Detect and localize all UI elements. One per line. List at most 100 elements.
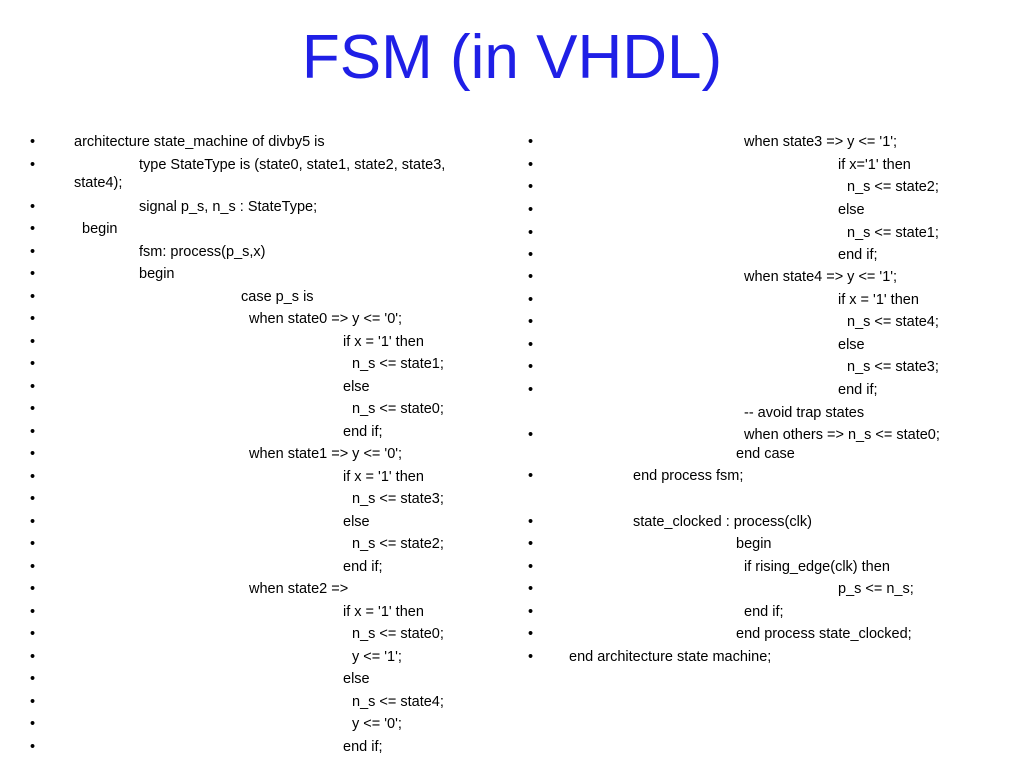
code-text: when state0 => y <= '0'; [249,311,403,327]
bullet-marker: • [528,649,534,665]
code-text: architecture state_machine of divby5 is [74,134,325,150]
code-text: else [343,514,370,530]
bullet-marker: • [528,179,534,195]
bullet-marker: • [528,337,534,353]
code-text: if x = '1' then [343,334,424,350]
bullet-marker: • [30,199,36,215]
bullet-marker: • [30,289,36,305]
slide-title: FSM (in VHDL) [301,23,723,92]
bullet-marker: • [528,247,534,263]
bullet-marker: • [528,202,534,218]
bullet-marker: • [30,401,36,417]
code-text: n_s <= state1; [847,225,939,241]
code-text: end architecture state machine; [569,649,772,665]
code-text: if rising_edge(clk) then [744,559,890,575]
bullet-marker: • [528,157,534,173]
bullet-marker: • [30,221,36,237]
code-text: when state3 => y <= '1'; [744,134,898,150]
bullet-marker: • [30,559,36,575]
bullet-marker: • [30,356,36,372]
code-text: signal p_s, n_s : StateType; [139,199,318,215]
bullet-marker: • [30,514,36,530]
bullet-marker: • [30,671,36,687]
code-text: n_s <= state1; [352,356,444,372]
bullet-marker: • [30,379,36,395]
code-text: y <= '0'; [352,716,402,732]
bullet-marker: • [30,536,36,552]
bullet-marker: • [528,581,534,597]
bullet-marker: • [30,604,36,620]
code-text: state4); [74,175,123,191]
bullet-marker: • [528,536,534,552]
bullet-marker: • [30,649,36,665]
bullet-marker: • [30,157,36,173]
code-text: end if; [343,559,383,575]
right-code-column: • when state3 => y <= '1'; • if x='1' then •… [528,0,1024,768]
bullet-marker: • [30,739,36,755]
bullet-marker: • [528,626,534,642]
bullet-marker: • [30,311,36,327]
code-text: end case [736,446,795,462]
bullet-marker: • [30,469,36,485]
bullet-marker: • [30,716,36,732]
code-text: else [343,379,370,395]
bullet-marker: • [528,427,534,443]
code-text: if x = '1' then [838,292,919,308]
code-text: when state2 => [249,581,349,597]
code-text: type StateType is (state0, state1, state… [139,157,446,173]
bullet-marker: • [528,559,534,575]
code-text: end if; [838,247,878,263]
code-text: end if; [838,382,878,398]
code-text: when others => n_s <= state0; [744,427,940,443]
code-text: if x = '1' then [343,469,424,485]
code-text: end if; [343,739,383,755]
bullet-marker: • [30,266,36,282]
bullet-marker: • [528,134,534,150]
code-text: n_s <= state0; [352,626,444,642]
bullet-marker: • [528,269,534,285]
code-text: if x='1' then [838,157,911,173]
bullet-marker: • [30,446,36,462]
code-text: n_s <= state3; [352,491,444,507]
code-text: begin [139,266,175,282]
code-text: n_s <= state4; [352,694,444,710]
code-text: n_s <= state3; [847,359,939,375]
code-text: y <= '1'; [352,649,402,665]
code-text: end process state_clocked; [736,626,912,642]
code-text: begin [736,536,772,552]
code-text: when state4 => y <= '1'; [744,269,898,285]
code-text: if x = '1' then [343,604,424,620]
code-text: when state1 => y <= '0'; [249,446,403,462]
bullet-marker: • [528,468,534,484]
bullet-marker: • [30,581,36,597]
code-text: begin [82,221,118,237]
bullet-marker: • [528,292,534,308]
bullet-marker: • [528,225,534,241]
bullet-marker: • [528,604,534,620]
bullet-marker: • [30,491,36,507]
code-text: end process fsm; [633,468,744,484]
code-text: end if; [343,424,383,440]
code-text: p_s <= n_s; [838,581,914,597]
code-text: n_s <= state0; [352,401,444,417]
bullet-marker: • [30,626,36,642]
code-text: end if; [744,604,784,620]
code-text: else [838,337,865,353]
code-text: n_s <= state4; [847,314,939,330]
bullet-marker: • [528,314,534,330]
code-text: state_clocked : process(clk) [633,514,812,530]
bullet-marker: • [528,514,534,530]
code-text: case p_s is [241,289,314,305]
bullet-marker: • [30,134,36,150]
left-code-column: • architecture state_machine of divby5 is… [30,0,530,768]
code-text: -- avoid trap states [744,405,865,421]
bullet-marker: • [30,244,36,260]
bullet-marker: • [528,382,534,398]
code-text: n_s <= state2; [352,536,444,552]
bullet-marker: • [30,694,36,710]
bullet-marker: • [528,359,534,375]
bullet-marker: • [30,424,36,440]
code-text: n_s <= state2; [847,179,939,195]
code-text: else [838,202,865,218]
